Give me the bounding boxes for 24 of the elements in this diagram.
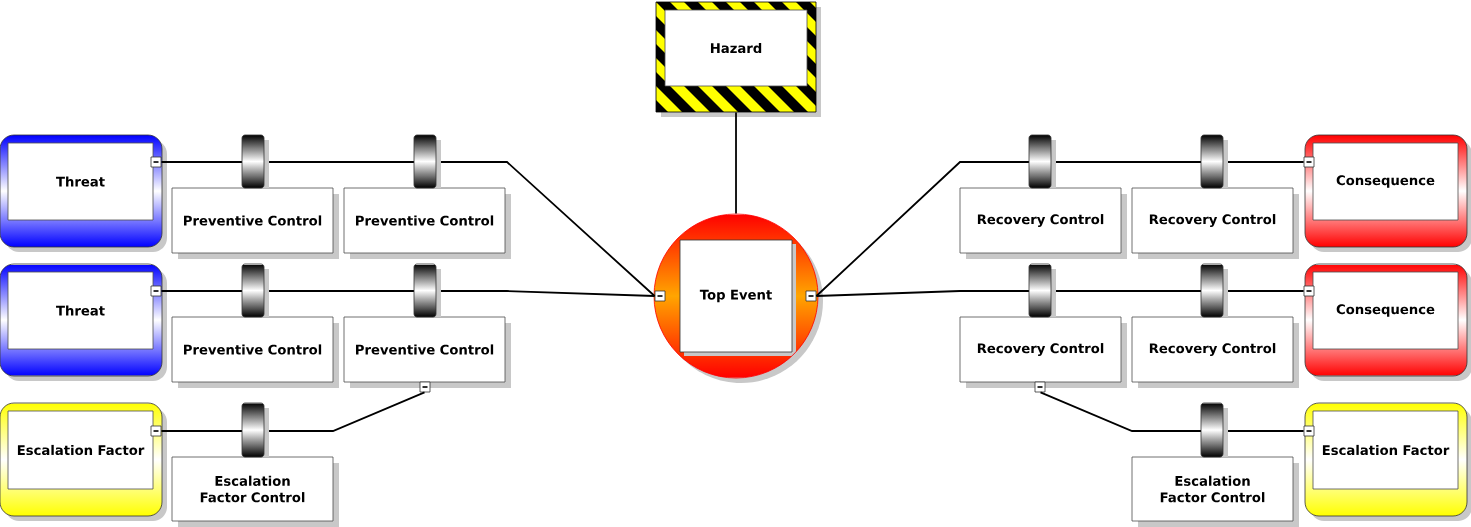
control-box: Preventive Control <box>343 187 511 259</box>
escalation-factor-box: Escalation Factor <box>0 402 167 521</box>
control-box: Preventive Control <box>343 316 511 388</box>
connector-line <box>160 391 426 432</box>
connector-line <box>160 161 656 297</box>
connector-line <box>815 161 1305 297</box>
control-box: Recovery Control <box>959 187 1127 259</box>
connector-line <box>735 111 737 215</box>
threat-box: Threat <box>0 263 167 381</box>
control-box: Recovery Control <box>1131 316 1299 388</box>
control-box: Preventive Control <box>171 187 339 259</box>
connector-line <box>1039 391 1305 432</box>
control-box: Escalation Factor Control <box>1131 456 1299 527</box>
hazard-box: Hazard <box>655 1 821 117</box>
threat-box: Threat <box>0 134 167 252</box>
control-box: Preventive Control <box>171 316 339 388</box>
control-box: Recovery Control <box>959 316 1127 388</box>
connector-line <box>815 290 1305 297</box>
control-box: Escalation Factor Control <box>171 456 339 527</box>
connector-line <box>160 290 656 297</box>
control-box: Recovery Control <box>1131 187 1299 259</box>
consequence-box: Consequence <box>1304 263 1471 381</box>
consequence-box: Consequence <box>1304 134 1471 252</box>
escalation-factor-box: Escalation Factor <box>1304 402 1471 521</box>
